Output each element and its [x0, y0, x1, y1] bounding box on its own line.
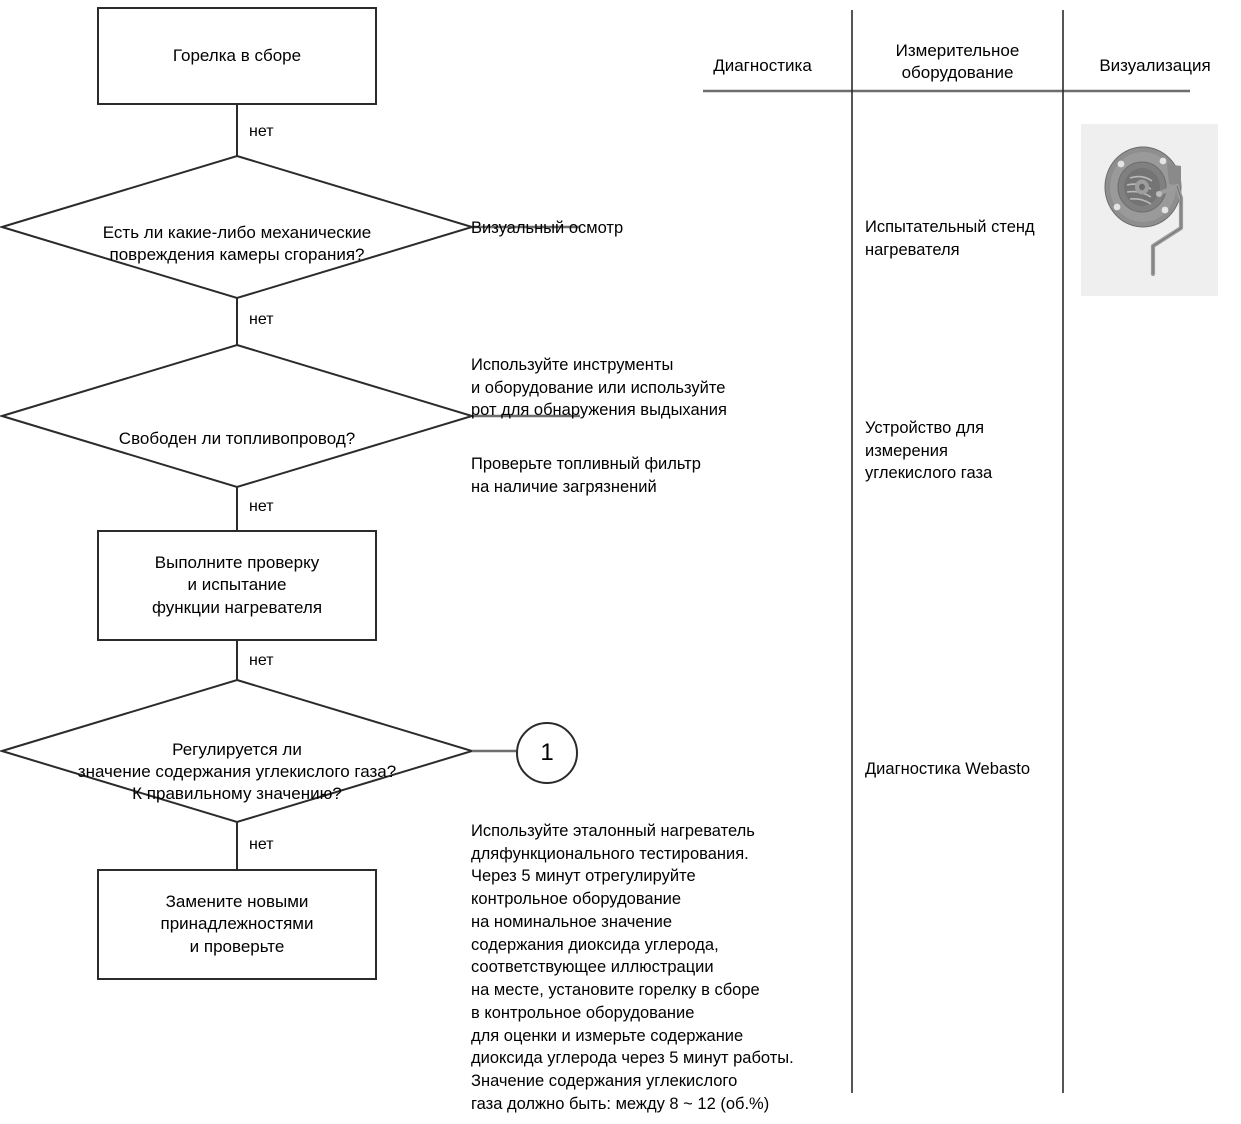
edge-label-2: нет: [249, 312, 274, 328]
edge-label-4: нет: [249, 653, 274, 669]
column-header-visualization: Визуализация: [1075, 33, 1235, 77]
edge-label-3-text: нет: [249, 498, 274, 515]
note-reference-heater-procedure: Используйте эталонный нагреватель дляфун…: [471, 797, 846, 1116]
note-co2-measuring-device: Устройство для измерения углекислого газ…: [865, 394, 1060, 485]
note-visual-inspection: Визуальный осмотр: [471, 194, 831, 240]
note-heater-test-bench: Испытательный стенд нагревателя: [865, 193, 1060, 261]
note-webasto-diagnostics-text: Диагностика Webasto: [865, 759, 1031, 778]
node-heater-function-test-label: Выполните проверку и испытание функции н…: [151, 553, 323, 617]
connector-reference-1-label: 1: [540, 739, 554, 766]
connector-reference-1[interactable]: 1: [516, 722, 578, 784]
edge-label-3: нет: [249, 499, 274, 515]
node-fuel-line-free-label: Свободен ли топливопровод?: [118, 429, 356, 449]
note-reference-heater-procedure-text: Используйте эталонный нагреватель дляфун…: [471, 821, 794, 1113]
column-header-measuring-equipment-label: Измерительное оборудование: [895, 41, 1020, 83]
edge-label-1-text: нет: [249, 123, 274, 140]
column-header-diagnostics: Диагностика: [690, 33, 835, 77]
note-co2-measuring-device-text: Устройство для измерения углекислого газ…: [865, 418, 993, 483]
note-use-tools: Используйте инструменты и оборудование и…: [471, 331, 841, 422]
edge-label-4-text: нет: [249, 652, 274, 669]
node-mechanical-damage-label-wrap[interactable]: Есть ли какие-либо механические поврежде…: [32, 200, 442, 266]
node-co2-adjustable-label: Регулируется ли значение содержания угле…: [77, 740, 397, 804]
note-use-tools-text: Используйте инструменты и оборудование и…: [471, 355, 727, 420]
column-header-visualization-label: Визуализация: [1099, 56, 1211, 76]
node-replace-parts[interactable]: Замените новыми принадлежностями и прове…: [97, 869, 377, 980]
node-co2-adjustable-label-wrap[interactable]: Регулируется ли значение содержания угле…: [22, 717, 452, 805]
burner-assembly-illustration: [1081, 124, 1218, 296]
column-header-diagnostics-label: Диагностика: [713, 56, 812, 76]
edge-label-5-text: нет: [249, 836, 274, 853]
node-heater-function-test[interactable]: Выполните проверку и испытание функции н…: [97, 530, 377, 641]
note-webasto-diagnostics: Диагностика Webasto: [865, 735, 1060, 781]
node-burner-assembly-label: Горелка в сборе: [172, 45, 302, 65]
note-check-fuel-filter: Проверьте топливный фильтр на наличие за…: [471, 430, 841, 498]
node-fuel-line-free-label-wrap[interactable]: Свободен ли топливопровод?: [32, 406, 442, 450]
note-heater-test-bench-text: Испытательный стенд нагревателя: [865, 217, 1035, 259]
edge-label-1: нет: [249, 124, 274, 140]
note-check-fuel-filter-text: Проверьте топливный фильтр на наличие за…: [471, 454, 701, 496]
burner-assembly-photo: [1081, 124, 1218, 296]
node-mechanical-damage-label: Есть ли какие-либо механические поврежде…: [102, 223, 372, 265]
node-replace-parts-label: Замените новыми принадлежностями и прове…: [160, 892, 314, 956]
edge-label-5: нет: [249, 837, 274, 853]
edge-label-2-text: нет: [249, 311, 274, 328]
note-visual-inspection-text: Визуальный осмотр: [471, 218, 624, 237]
node-burner-assembly[interactable]: Горелка в сборе: [97, 7, 377, 105]
column-header-measuring-equipment: Измерительное оборудование: [865, 18, 1050, 84]
